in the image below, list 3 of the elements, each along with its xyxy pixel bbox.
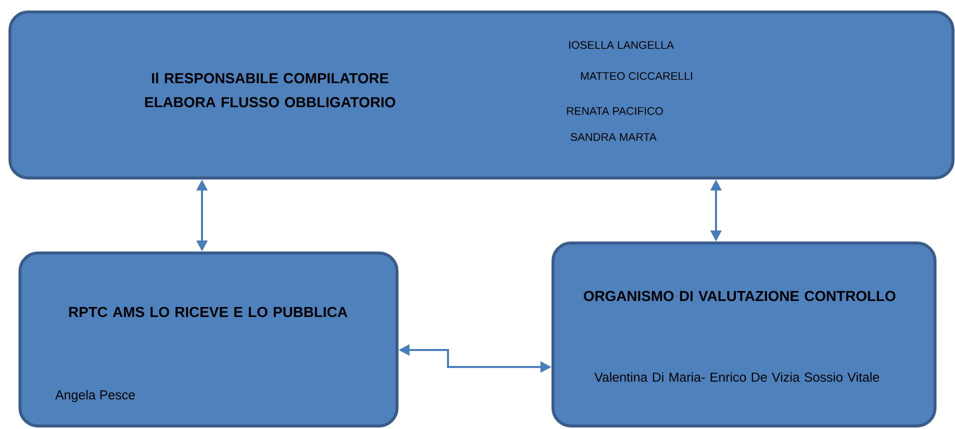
process-box: Il RESPONSABILE COMPILATORE ELABORA FLUSSO OBBLIGATORIO IOSELLA LANGELLA MATTEO CICCARELLI RENATA PACIFICO SANDRA MARTA <box>8 10 954 180</box>
process-box: RPTC AMS LO RICEVE E LO PUBBLICA Angela Pesce <box>18 252 398 428</box>
process-box: ORGANISMO DI VALUTAZIONE CONTROLLO Valentina Di Maria- Enrico De Vizia Sossio Vitale <box>552 242 936 428</box>
